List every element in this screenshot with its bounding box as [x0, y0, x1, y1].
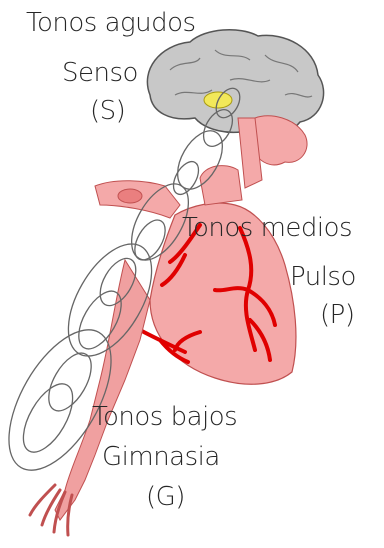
- label-mid-tones: Tonos medios: [182, 215, 352, 241]
- label-high-tones: Tonos agudos: [26, 10, 196, 36]
- arm: [30, 260, 150, 535]
- label-pulse-abbr: (P): [320, 302, 354, 328]
- label-sense: Senso: [62, 60, 138, 86]
- label-gymnastics-abbr: (G): [146, 484, 185, 510]
- brain: [147, 30, 323, 135]
- label-pulse: Pulso: [290, 264, 356, 290]
- cerebellum: [238, 116, 307, 188]
- label-sense-abbr: (S): [90, 98, 125, 124]
- label-gymnastics: Gimnasia: [102, 444, 220, 470]
- label-low-tones: Tonos bajos: [92, 404, 237, 430]
